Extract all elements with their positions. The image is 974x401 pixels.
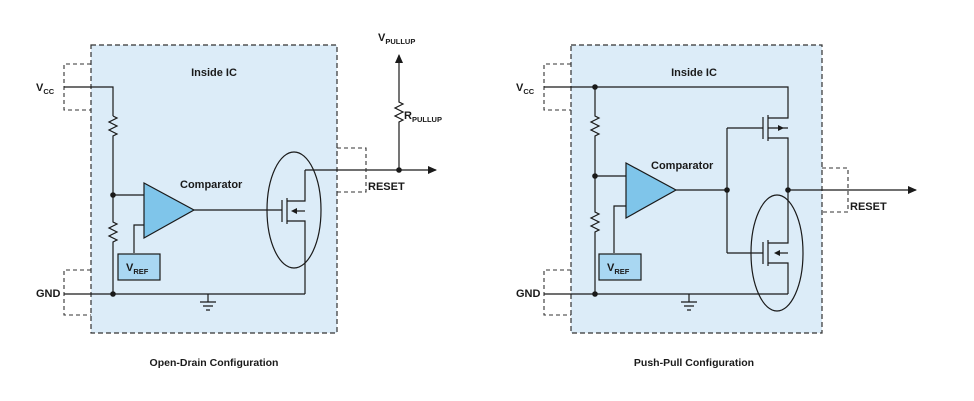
open-drain-caption: Open-Drain Configuration bbox=[150, 357, 279, 369]
push-pull-caption: Push-Pull Configuration bbox=[634, 357, 754, 369]
gnd-pin bbox=[63, 269, 91, 316]
push-pull-panel: Inside IC VCC GND Comparator VREF bbox=[516, 44, 917, 369]
ground-symbol bbox=[200, 294, 216, 311]
vref-box bbox=[117, 253, 161, 281]
nmos-transistor bbox=[762, 190, 789, 294]
reset-label: RESET bbox=[850, 201, 887, 213]
vpullup-label: VPULLUP bbox=[378, 32, 415, 46]
gnd-label: GND bbox=[516, 288, 541, 300]
reset-pin bbox=[337, 147, 367, 193]
resistor-top bbox=[107, 115, 119, 195]
vcc-wire bbox=[544, 86, 789, 112]
ic-boundary bbox=[90, 44, 338, 334]
transistor-highlight bbox=[750, 194, 804, 312]
resistor-top bbox=[589, 87, 601, 176]
vref-box bbox=[598, 253, 642, 281]
vcc-wire bbox=[64, 86, 114, 116]
rpullup-label: RPULLUP bbox=[404, 110, 442, 124]
vref-label: VREF bbox=[126, 262, 149, 276]
vcc-label: VCC bbox=[516, 82, 535, 96]
comparator bbox=[143, 181, 196, 240]
ic-boundary bbox=[570, 44, 823, 334]
reset-label: RESET bbox=[368, 181, 405, 193]
comparator bbox=[625, 161, 678, 220]
vref-wire bbox=[613, 205, 626, 253]
vcc-label: VCC bbox=[36, 82, 55, 96]
ground-symbol bbox=[681, 294, 697, 311]
vref-label: VREF bbox=[607, 262, 630, 276]
open-drain-panel: Inside IC VCC GND Comparator VREF bbox=[36, 32, 442, 369]
pmos-transistor bbox=[762, 112, 789, 190]
inside-ic-label: Inside IC bbox=[191, 67, 237, 79]
nmos-transistor bbox=[281, 170, 306, 294]
pullup-resistor bbox=[393, 54, 405, 170]
vref-wire bbox=[133, 224, 144, 253]
resistor-bottom bbox=[589, 176, 601, 294]
inside-ic-label: Inside IC bbox=[671, 67, 717, 79]
comparator-label: Comparator bbox=[651, 160, 714, 172]
comparator-label: Comparator bbox=[180, 179, 243, 191]
resistor-bottom bbox=[107, 195, 119, 294]
gnd-label: GND bbox=[36, 288, 61, 300]
transistor-highlight bbox=[266, 151, 322, 269]
gnd-pin bbox=[543, 269, 571, 316]
